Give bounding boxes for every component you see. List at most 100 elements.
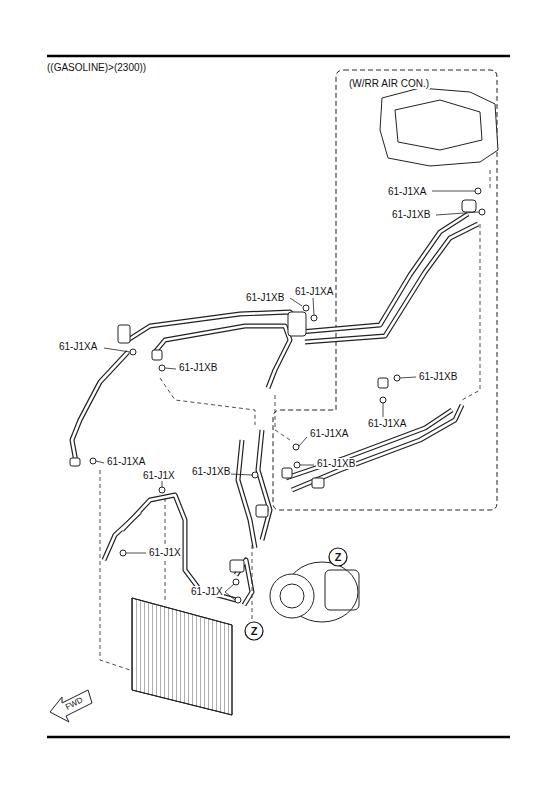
drawing-stroke bbox=[258, 430, 270, 540]
drawing-stroke bbox=[432, 191, 475, 192]
drawing-stroke bbox=[436, 212, 479, 215]
drawing-stroke bbox=[479, 209, 485, 215]
reference-circle: Z bbox=[328, 547, 348, 567]
drawing-stroke bbox=[238, 440, 255, 548]
drawing-stroke bbox=[162, 480, 163, 487]
callout-number: 61-J1XB bbox=[418, 371, 458, 382]
o-rings bbox=[90, 188, 485, 603]
drawing-stroke bbox=[462, 224, 480, 400]
drawing-stroke bbox=[230, 474, 253, 475]
assembly-dash-lines bbox=[100, 170, 490, 670]
parts bbox=[70, 88, 498, 715]
forward-arrow bbox=[50, 690, 92, 722]
drawing-stroke bbox=[300, 214, 468, 332]
drawing-stroke bbox=[225, 584, 234, 592]
drawing-stroke bbox=[70, 458, 80, 466]
drawing-stroke bbox=[300, 214, 468, 332]
callout-number: 61-J1XA bbox=[387, 186, 427, 197]
circle-outline bbox=[329, 548, 347, 566]
drawing-stroke bbox=[311, 315, 317, 321]
callout-number: 61-J1X bbox=[142, 470, 176, 481]
drawing-stroke bbox=[282, 468, 292, 478]
drawing-stroke bbox=[122, 495, 236, 600]
drawing-stroke bbox=[230, 560, 244, 572]
drawing-stroke bbox=[288, 312, 306, 336]
drawing-stroke bbox=[400, 377, 416, 378]
callout-number: 61-J1XA bbox=[367, 418, 407, 429]
callout-number: 61-J1XB bbox=[191, 466, 231, 477]
drawing-stroke bbox=[126, 553, 146, 554]
callout-number: 61-J1XA bbox=[106, 456, 146, 467]
drawing-stroke bbox=[160, 378, 255, 425]
drawing-stroke bbox=[380, 397, 386, 403]
drawing-stroke bbox=[383, 403, 384, 417]
drawing-stroke bbox=[165, 368, 176, 369]
reference-letter: Z bbox=[244, 621, 264, 641]
drawing-stroke bbox=[235, 597, 241, 603]
option-note: (W/RR AIR CON.) bbox=[348, 78, 430, 89]
drawing-stroke bbox=[130, 349, 136, 355]
drawing-stroke bbox=[100, 470, 130, 670]
circle-outline bbox=[245, 622, 263, 640]
drawing-stroke bbox=[293, 444, 299, 450]
drawing-stroke bbox=[132, 598, 232, 715]
drawing-stroke bbox=[380, 88, 498, 166]
callout-number: 61-J1XB bbox=[391, 209, 431, 220]
pipe-outline bbox=[72, 214, 478, 605]
frame-line bbox=[47, 736, 510, 739]
drawing-stroke bbox=[96, 461, 104, 463]
drawing-stroke bbox=[275, 395, 290, 440]
callout-number: 61-J1XA bbox=[294, 286, 334, 297]
callout-number: 61-J1XA bbox=[309, 428, 349, 439]
drawing-stroke bbox=[104, 348, 130, 352]
drawing-stroke bbox=[294, 462, 300, 468]
drawing-stroke bbox=[132, 598, 232, 715]
drawing-stroke bbox=[290, 298, 302, 306]
drawing-stroke bbox=[225, 592, 235, 600]
drawing-stroke bbox=[118, 325, 130, 343]
drawing-stroke bbox=[305, 224, 478, 342]
drawing-stroke bbox=[258, 430, 270, 540]
leader-lines bbox=[96, 191, 479, 600]
drawing-stroke bbox=[305, 224, 478, 342]
reference-circle: Z bbox=[244, 621, 264, 641]
drawing-stroke bbox=[292, 405, 462, 490]
drawing-stroke bbox=[152, 350, 162, 360]
drawing-stroke bbox=[286, 410, 452, 478]
diagram-title: ((GASOLINE)>(2300)) bbox=[47, 62, 146, 73]
drawing-stroke bbox=[72, 352, 128, 462]
drawing-stroke bbox=[378, 378, 388, 388]
drawing-stroke bbox=[395, 100, 482, 150]
drawing-stroke bbox=[252, 545, 253, 620]
option-region bbox=[273, 70, 497, 510]
drawing-stroke bbox=[155, 326, 290, 388]
drawing-stroke bbox=[313, 298, 314, 315]
drawing-stroke bbox=[155, 326, 290, 388]
drawing-stroke bbox=[270, 574, 314, 618]
callout-number: 61-J1XB bbox=[178, 362, 218, 373]
frame-line bbox=[47, 55, 510, 58]
reference-letter: Z bbox=[328, 547, 348, 567]
drawing-stroke bbox=[159, 365, 165, 371]
drawing-stroke bbox=[280, 584, 304, 608]
drawing-stroke bbox=[394, 375, 400, 381]
drawing-stroke bbox=[475, 188, 481, 194]
callout-number: 61-J1XB bbox=[316, 458, 356, 469]
drawing-stroke bbox=[300, 465, 314, 466]
callout-number: 61-J1X bbox=[190, 586, 224, 597]
drawing-stroke bbox=[159, 487, 165, 493]
pipe-fill bbox=[72, 214, 478, 605]
drawing-stroke bbox=[120, 550, 126, 556]
drawing-stroke bbox=[312, 478, 324, 488]
callout-number: 61-J1XB bbox=[245, 292, 285, 303]
drawing-stroke bbox=[122, 495, 236, 600]
drawing-stroke bbox=[238, 440, 255, 548]
drawing-stroke bbox=[303, 305, 309, 311]
drawing-stroke bbox=[286, 410, 452, 478]
drawing-stroke bbox=[462, 200, 476, 212]
drawing-stroke bbox=[299, 437, 307, 446]
drawing-stroke bbox=[72, 352, 128, 462]
drawing-stroke bbox=[90, 458, 96, 464]
drawing-stroke bbox=[256, 505, 268, 517]
